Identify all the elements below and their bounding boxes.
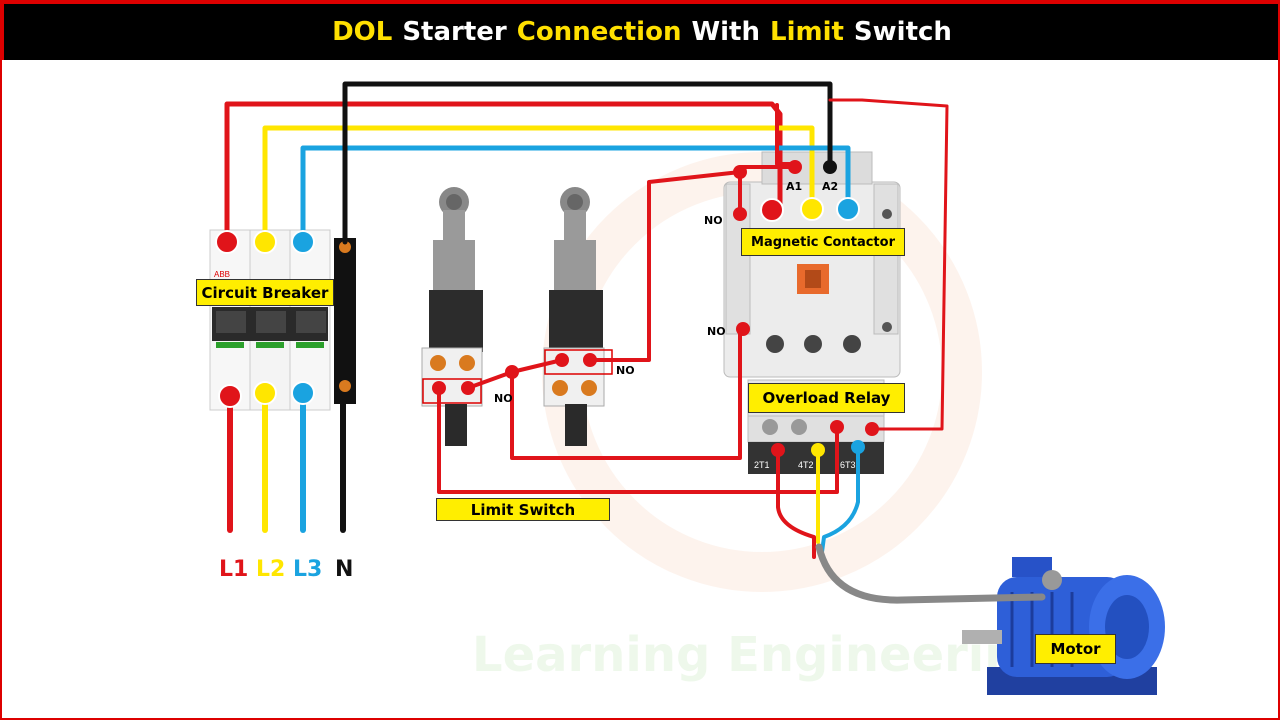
terminal-a2-label: A2 [822,180,839,193]
wire-junction-down [510,325,742,460]
limit-switch-2 [543,187,605,446]
label-magnetic-contactor: Magnetic Contactor [741,228,905,256]
title-word-limit: Limit [770,17,844,47]
watermark-text: Learning Engineering [472,627,1053,683]
motor-cable [815,543,1046,604]
terminal-a1-label: A1 [786,180,803,193]
neutral-bar [334,238,356,404]
wire-no-to-limit2 [588,170,742,362]
terminal-no-contactor-mid: NO [707,325,726,338]
label-circuit-breaker: Circuit Breaker [196,279,334,306]
title-word-connection: Connection [516,17,682,47]
title-word-switch: Switch [853,17,952,47]
label-limit-switch: Limit Switch [436,498,610,521]
title-word-with: With [691,17,760,47]
label-overload-relay: Overload Relay [748,383,905,413]
wire-n-top [342,81,833,245]
phase-label-l1: L1 [219,557,249,582]
phase-label-l2: L2 [256,557,286,582]
wire-limit1-to-relay [437,386,839,494]
motor [962,557,1165,695]
limit-switch-1 [421,187,483,446]
terminal-no-contactor-top: NO [704,214,723,227]
wire-motor-blue [820,445,860,554]
phase-label-n: N [335,557,354,582]
svg-text:ABB: ABB [214,270,230,279]
title-bar: DOL Starter Connection With Limit Switch [2,2,1278,60]
svg-text:6T3: 6T3 [840,460,856,470]
circuit-breaker: ABB [209,229,331,411]
title-word-starter: Starter [402,17,507,47]
svg-text:2T1: 2T1 [754,460,770,470]
wire-l2-top [262,125,815,243]
terminal-no-limit-2: NO [616,364,635,377]
wire-relay-to-top [828,98,949,431]
wire-l3-top [300,145,851,243]
terminal-dots [215,160,879,457]
phase-label-l3: L3 [293,557,323,582]
terminal-no-limit-1: NO [494,392,513,405]
svg-text:4T2: 4T2 [798,460,814,470]
wire-motor-red [776,448,816,559]
label-motor: Motor [1035,634,1116,664]
title-word-dol: DOL [332,17,393,47]
